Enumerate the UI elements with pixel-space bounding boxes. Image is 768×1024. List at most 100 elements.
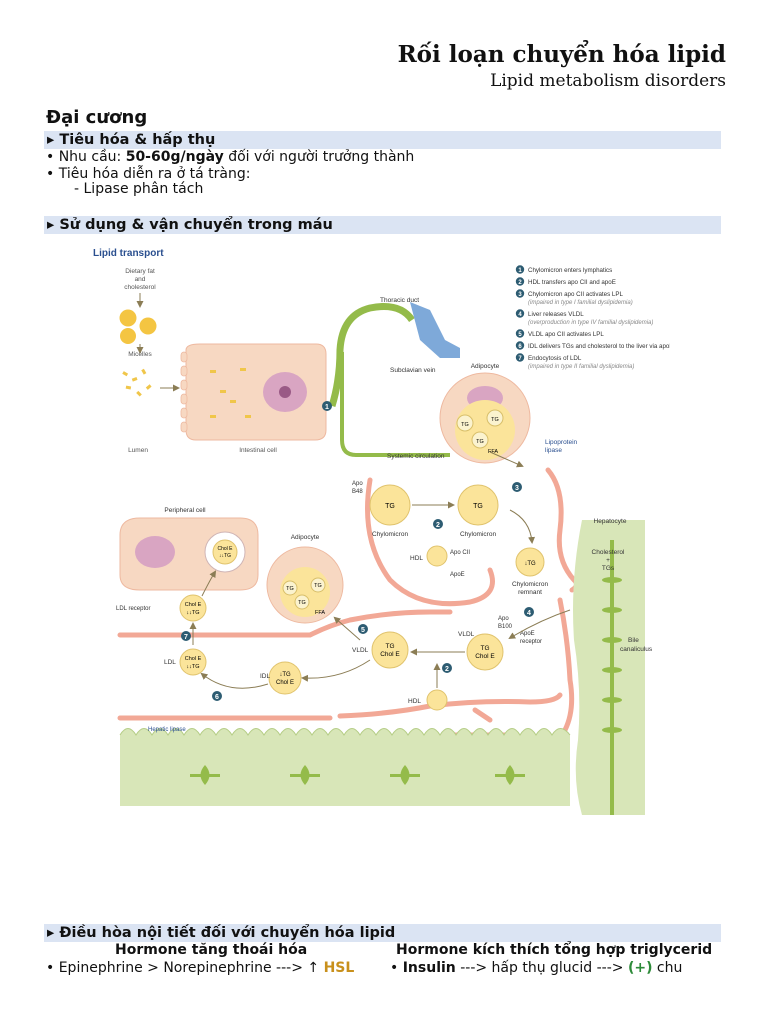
lumen-label: Lumen: [128, 447, 148, 454]
ldl-receptor-label: LDL receptor: [116, 606, 150, 612]
endocytosed-ldl-tg: ↓↓TG: [186, 610, 199, 616]
ldl-tg: ↓↓TG: [186, 664, 199, 670]
step-markers: 1 2 3 4 5 6 7 2: [181, 401, 534, 701]
adipocyte-tg-3: TG: [476, 439, 484, 445]
step-marker-4: 4: [527, 610, 531, 617]
digestion-heading: ▸ Tiêu hóa & hấp thụ: [44, 131, 721, 149]
legend-marker: [515, 289, 525, 298]
legend-marker: [515, 309, 525, 318]
adipocyte-label: Adipocyte: [471, 363, 500, 370]
thoracic-duct: Thoracic duct Subclavian vein Systemic c…: [328, 297, 460, 460]
vldl-chol-e: Chol E: [475, 653, 495, 660]
apo-cii-label: Apo CII: [450, 550, 470, 556]
apoe-receptor-label-2: receptor: [520, 639, 542, 645]
peripheral-chol-e: Chol E: [217, 546, 233, 552]
vldl-tg: TG: [480, 645, 489, 652]
legend-text: Chylomicron apo CII activates LPL: [528, 291, 623, 298]
idl-chol-e: Chol E: [276, 680, 294, 686]
chylomicron-label: Chylomicron: [372, 531, 409, 538]
peripheral-cell-label: Peripheral cell: [164, 507, 206, 514]
need-prefix: • Nhu cầu:: [46, 149, 126, 165]
ldl-label: LDL: [164, 659, 176, 666]
lumen-area: Dietary fat and cholesterol Micelles Lum…: [119, 268, 180, 454]
adipocyte-lower-ffa: FFA: [315, 610, 325, 616]
dietary-label-1: Dietary fat: [125, 268, 155, 275]
fat-droplet: [119, 309, 137, 327]
legend-marker: [515, 341, 525, 350]
synthesis-bullet: •: [390, 960, 403, 976]
dietary-label-3: cholesterol: [124, 284, 156, 291]
legend-text: Chylomicron enters lymphatics: [528, 267, 612, 274]
hdl-label-bottom: HDL: [408, 698, 421, 705]
section-heading: Đại cương: [46, 107, 148, 128]
fat-droplet: [120, 328, 136, 344]
lipoprotein-lipase-label-2: lipase: [545, 447, 562, 454]
lipid-transport-figure: Lipid transport Dietary fat and choleste…: [93, 248, 670, 815]
remnant-label-2: remnant: [518, 589, 542, 596]
legend-number: 3: [518, 292, 522, 298]
transport-heading: ▸ Sử dụng & vận chuyển trong máu: [44, 216, 721, 234]
adipocyte-lower-label: Adipocyte: [291, 534, 320, 541]
document-title: Rối loạn chuyển hóa lipid: [397, 41, 726, 68]
hepatic-lipase-label: Hepatic lipase: [148, 727, 186, 733]
synthesis-suffix: chu: [652, 960, 683, 976]
vldl-label-right: VLDL: [458, 631, 475, 638]
apoe-label: ApoE: [450, 572, 465, 578]
legend-text: Liver releases VLDL: [528, 311, 584, 318]
ldl-chol-e: Chol E: [185, 656, 202, 662]
legend-number: 6: [518, 344, 522, 350]
legend-number: 4: [518, 312, 522, 318]
legend-note: (impaired in type II familial dyslipidem…: [528, 364, 634, 370]
document-title-block: Rối loạn chuyển hóa lipid Lipid metaboli…: [398, 40, 726, 92]
step-marker-7: 7: [184, 634, 188, 641]
step-marker-5: 5: [361, 627, 365, 634]
regulation-heading: ▸ Điều hòa nội tiết đối với chuyển hóa l…: [44, 924, 721, 942]
peripheral-cell: Chol E ↓↓TG Peripheral cell Chol E ↓↓TG …: [116, 507, 259, 645]
thoracic-duct-label: Thoracic duct: [380, 297, 419, 304]
synthesis-line: • Insulin ---> hấp thụ glucid ---> (+) c…: [390, 960, 682, 977]
apo-b100-label-2: B100: [498, 624, 513, 630]
legend-number: 2: [518, 280, 522, 286]
adipocyte-ffa: FFA: [488, 449, 498, 455]
chylomicron-tg: TG: [385, 503, 395, 510]
apoe-receptor-label-1: ApoE: [520, 631, 535, 637]
synthesis-mid: ---> hấp thụ glucid --->: [455, 960, 628, 976]
step-marker-2: 2: [436, 522, 440, 529]
legend-note: (overproduction in type IV familial dysl…: [528, 320, 653, 326]
figure-legend: 1 Chylomicron enters lymphatics 2 HDL trans…: [515, 265, 670, 370]
adipocyte-tg-2: TG: [491, 417, 499, 423]
cholesterol-label: Cholesterol: [592, 549, 625, 556]
step-marker-2b: 2: [445, 666, 449, 673]
plus-label: +: [606, 557, 610, 564]
adipocyte-top: TG TG TG FFA Adipocyte Lipoprotein lipas…: [439, 363, 578, 468]
tgs-label: TGs: [602, 565, 615, 572]
idl-tg: ↓TG: [279, 672, 291, 678]
micelles: [122, 368, 152, 397]
subclavian-label: Subclavian vein: [390, 367, 436, 374]
legend-number: 1: [518, 268, 522, 274]
need-value: 50-60g/ngày: [125, 149, 224, 165]
vldl-pathway: TG Chol E VLDL Apo B100 ApoE receptor TG…: [148, 609, 571, 733]
catabolic-line: • Epinephrine > Norepinephrine ---> ↑ HS…: [46, 960, 354, 977]
legend-marker: [515, 329, 525, 338]
micelles-label: Micelles: [128, 351, 152, 358]
adipocyte-tg-1: TG: [461, 422, 469, 428]
chylomicron-pathway: TG Chylomicron Apo B48 TG Chylomicron HD…: [352, 481, 548, 596]
synthesis-heading: Hormone kích thích tổng hợp triglycerid: [396, 942, 713, 958]
chylomicron-2-label: Chylomicron: [460, 531, 497, 538]
hepatocyte: Hepatocyte Cholesterol + TGs Bile canali…: [573, 518, 653, 815]
peripheral-tg: ↓↓TG: [219, 553, 231, 559]
step-marker-6: 6: [215, 694, 219, 701]
adipocyte-lower-tg-3: TG: [298, 600, 306, 606]
bottom-villi: [119, 728, 571, 806]
bile-label-1: Bile: [628, 637, 639, 644]
remnant-label-1: Chylomicron: [512, 581, 549, 588]
chylomicron-2-tg: TG: [473, 503, 483, 510]
lipoprotein-lipase-label-1: Lipoprotein: [545, 439, 578, 446]
vldl-2-tg: TG: [385, 643, 394, 650]
legend-text: HDL transfers apo CII and apoE: [528, 279, 616, 286]
step-marker-1: 1: [325, 404, 329, 411]
vldl-2-chol-e: Chol E: [380, 651, 400, 658]
lipase-line: - Lipase phân tách: [74, 181, 204, 197]
adipocyte-lower-tg-2: TG: [314, 583, 322, 589]
